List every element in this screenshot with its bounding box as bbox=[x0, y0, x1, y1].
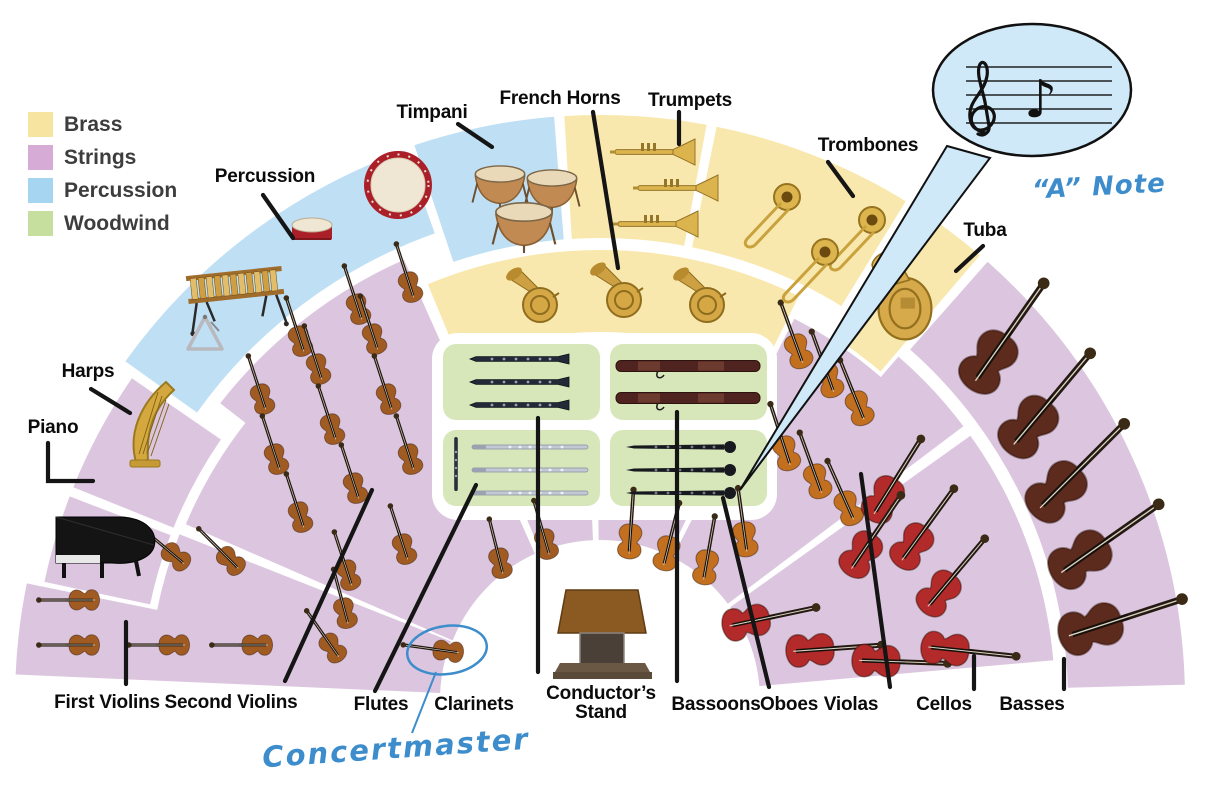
label-flutes: Flutes bbox=[353, 694, 409, 715]
legend-item-percussion: Percussion bbox=[28, 178, 177, 203]
label-conductor-line1: Conductor’s bbox=[546, 683, 656, 704]
strings-swatch bbox=[28, 145, 53, 170]
percussion-area bbox=[125, 150, 435, 413]
label-bassoons: Bassoons bbox=[671, 694, 761, 715]
piano-leader-line bbox=[45, 440, 96, 484]
brass-swatch bbox=[28, 112, 53, 137]
label-harps: Harps bbox=[61, 361, 115, 382]
label-second-violins: Second Violins bbox=[164, 692, 298, 713]
snare-drum-icon bbox=[291, 217, 333, 241]
legend-label: Percussion bbox=[64, 178, 178, 202]
label-oboes: Oboes bbox=[759, 694, 819, 715]
trombones-area bbox=[692, 126, 906, 307]
label-first-violins: First Violins bbox=[54, 692, 160, 713]
label-french-horns: French Horns bbox=[499, 88, 621, 109]
label-conductor-stand: Conductor’s Stand bbox=[546, 684, 656, 723]
conductor-stand-icon bbox=[553, 589, 652, 679]
flute-icon bbox=[471, 490, 589, 496]
a-note-callout: ♪ bbox=[739, 22, 1133, 491]
flute-icon bbox=[471, 467, 589, 473]
flute-icon bbox=[471, 444, 589, 450]
label-clarinets: Clarinets bbox=[434, 694, 514, 715]
harps-leader-line bbox=[88, 386, 133, 416]
concertmaster-pointer-line bbox=[411, 671, 437, 734]
legend-label: Brass bbox=[64, 112, 123, 136]
french-horns-leader-line bbox=[590, 109, 621, 271]
second-violins-leader-line bbox=[282, 487, 375, 684]
label-trombones: Trombones bbox=[817, 135, 919, 156]
concertmaster-annotation bbox=[405, 624, 489, 734]
legend-item-brass: Brass bbox=[28, 112, 177, 137]
callout-tail bbox=[739, 144, 992, 491]
label-timpani: Timpani bbox=[396, 102, 468, 123]
label-basses: Basses bbox=[999, 694, 1065, 715]
concertmaster-circle bbox=[405, 624, 489, 676]
label-conductor-line2: Stand bbox=[575, 702, 627, 724]
piccolo-icon bbox=[454, 437, 458, 491]
label-cellos: Cellos bbox=[916, 694, 972, 715]
label-tuba: Tuba bbox=[963, 220, 1007, 241]
timpani-leader-line bbox=[455, 121, 495, 150]
violas-leader-line bbox=[858, 471, 893, 690]
bassoons-box bbox=[610, 344, 767, 420]
label-percussion: Percussion bbox=[214, 166, 316, 187]
leader-lines bbox=[45, 109, 1067, 694]
label-piano: Piano bbox=[27, 417, 79, 438]
legend-item-strings: Strings bbox=[28, 145, 177, 170]
legend-item-woodwind: Woodwind bbox=[28, 211, 177, 236]
label-violas: Violas bbox=[823, 694, 879, 715]
woodwind-swatch bbox=[28, 211, 53, 236]
legend-label: Woodwind bbox=[64, 211, 170, 235]
legend-label: Strings bbox=[64, 145, 137, 169]
bass-drum-icon bbox=[363, 150, 433, 220]
percussion-swatch bbox=[28, 178, 53, 203]
treble-clef-icon bbox=[968, 60, 996, 137]
tuba-leader-line bbox=[953, 243, 986, 274]
eighth-note-icon: ♪ bbox=[1024, 70, 1057, 130]
oboes-leader-line bbox=[720, 495, 772, 690]
trombones-leader-line bbox=[825, 159, 856, 199]
label-trumpets: Trumpets bbox=[648, 90, 732, 111]
flutes-leader-line bbox=[372, 482, 479, 694]
legend: Brass Strings Percussion Woodwind bbox=[28, 112, 177, 244]
percussion-leader-line bbox=[260, 192, 296, 241]
